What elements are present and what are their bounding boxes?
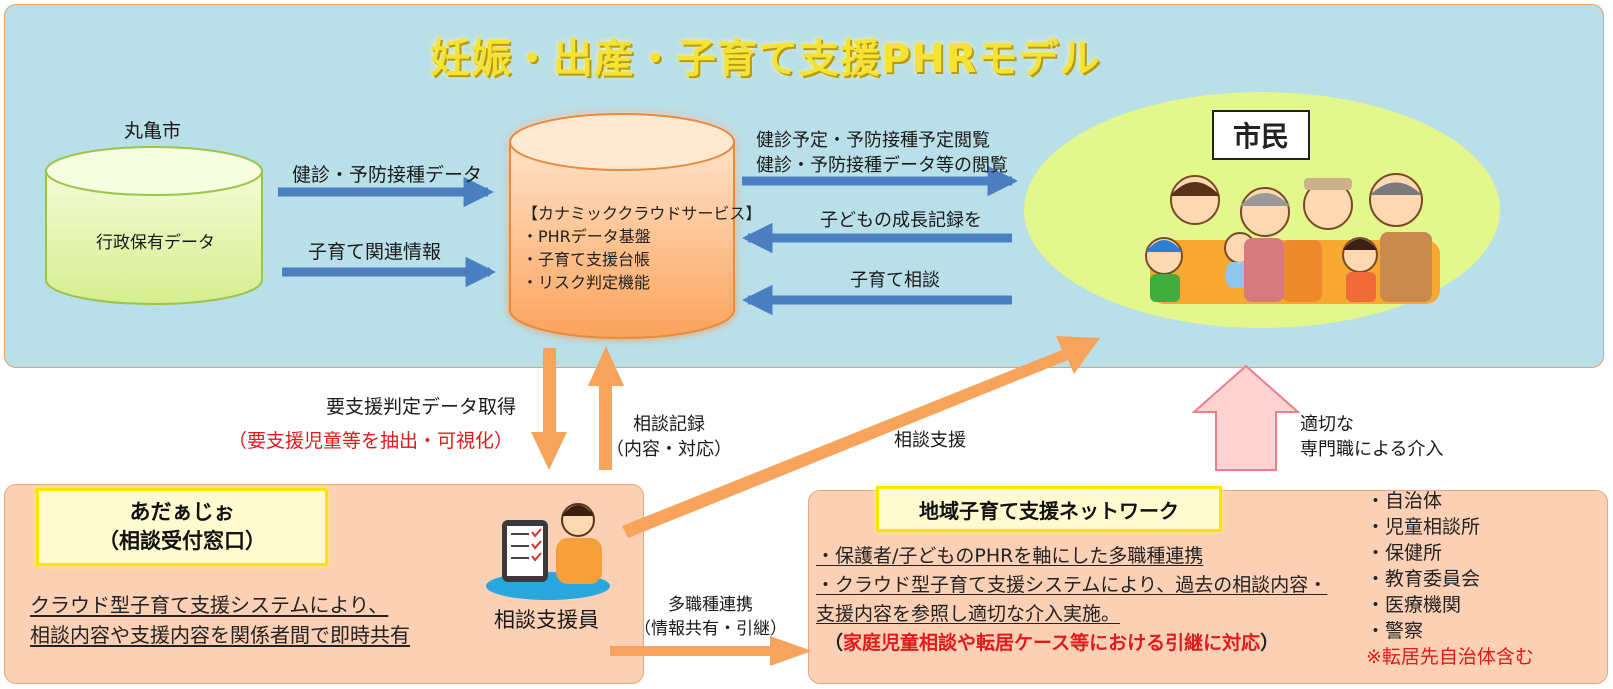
network-note-open: （ [824, 632, 844, 654]
label-intervention-line2: 専門職による介入 [1300, 439, 1444, 460]
label-support-data: 要支援判定データ取得 [326, 396, 517, 418]
city-label: 丸亀市 [124, 120, 182, 142]
network-title-box: 地域子育て支援ネットワーク [876, 486, 1222, 532]
label-support-data-note: （要支援児童等を抽出・可視化） [228, 430, 514, 452]
network-line2: ・クラウド型子育て支援システムにより、過去の相談内容・ [816, 574, 1328, 596]
org-police: ・警察 [1366, 620, 1424, 642]
adajio-description: クラウド型子育て支援システムにより、 相談内容や支援内容を関係者間で即時共有 [30, 590, 410, 650]
label-intervention-line1: 適切な [1300, 414, 1354, 435]
arrow-support-data-down [531, 348, 567, 470]
label-childcare-info: 子育て関連情報 [308, 241, 442, 263]
label-view-data: 健診予定・予防接種予定閲覧 健診・予防接種データ等の閲覧 [756, 128, 1008, 178]
consultant-label: 相談支援員 [494, 608, 599, 632]
cloud-item-ledger: ・子育て支援台帳 [522, 250, 651, 269]
label-intervention: 適切な 専門職による介入 [1300, 412, 1443, 462]
cloud-service-box: 【カナミッククラウドサービス】 ・PHRデータ基盤 ・子育て支援台帳 ・リスク判… [522, 202, 761, 294]
network-line1: ・保護者/子どものPHRを軸にした多職種連携 [816, 545, 1204, 567]
city-database-cylinder [45, 146, 263, 305]
label-consult-record-line1: 相談記録 [633, 414, 705, 435]
org-note: ※転居先自治体含む [1366, 646, 1534, 668]
org-health-center: ・保健所 [1366, 542, 1443, 564]
arrow-handover [610, 636, 812, 666]
cloud-item-risk: ・リスク判定機能 [522, 273, 651, 292]
adajio-name-box: あだぁじぉ （相談受付窓口） [36, 488, 328, 566]
cloud-heading: 【カナミッククラウドサービス】 [522, 204, 762, 223]
organization-list: ・自治体 ・児童相談所 ・保健所 ・教育委員会 ・医療機関 ・警察 ※転居先自治… [1366, 488, 1534, 670]
label-view-line2: 健診・予防接種データ等の閲覧 [756, 155, 1008, 176]
page-title: 妊娠・出産・子育て支援PHRモデル [430, 36, 1101, 82]
arrow-consult-support [622, 336, 1100, 538]
network-note-highlight: 家庭児童相談や転居ケース等における引継に対応 [843, 632, 1261, 654]
network-note: （家庭児童相談や転居ケース等における引継に対応） [816, 629, 1327, 658]
cloud-database-cylinder [509, 113, 735, 339]
label-growth-record: 子どもの成長記録を [820, 210, 982, 231]
network-line3: 支援内容を参照し適切な介入実施。 [816, 603, 1121, 625]
org-child-guidance: ・児童相談所 [1366, 516, 1481, 538]
adajio-name: あだぁじぉ [129, 500, 235, 524]
label-checkup-data: 健診・予防接種データ [292, 164, 483, 186]
consultant-icon [486, 503, 610, 600]
network-description: ・保護者/子どものPHRを軸にした多職種連携 ・クラウド型子育て支援システムによ… [816, 542, 1327, 658]
label-handover: 多職種連携 （情報共有・引継） [634, 593, 787, 641]
network-note-close: ） [1260, 632, 1280, 654]
org-education-board: ・教育委員会 [1366, 568, 1481, 590]
arrow-consult-record-up [588, 346, 624, 470]
org-municipality: ・自治体 [1366, 490, 1443, 512]
adajio-subtitle: （相談受付窓口） [98, 529, 266, 553]
label-handover-line1: 多職種連携 [668, 595, 753, 615]
org-medical: ・医療機関 [1366, 594, 1462, 616]
label-consult-record-line2: （内容・対応） [606, 439, 732, 460]
adajio-desc-line1: クラウド型子育て支援システムにより、 [30, 593, 389, 617]
label-consult-record: 相談記録 （内容・対応） [606, 412, 732, 462]
family-illustration [1145, 173, 1440, 304]
label-consult: 子育て相談 [850, 270, 940, 291]
arrow-intervention [1191, 364, 1301, 471]
citizens-label: 市民 [1212, 110, 1310, 160]
city-db-label: 行政保有データ [96, 233, 215, 253]
label-view-line1: 健診予定・予防接種予定閲覧 [756, 130, 990, 151]
adajio-desc-line2: 相談内容や支援内容を関係者間で即時共有 [30, 623, 410, 647]
label-consult-support: 相談支援 [894, 430, 966, 451]
label-handover-line2: （情報共有・引継） [634, 619, 787, 639]
cloud-item-phr: ・PHRデータ基盤 [522, 227, 651, 246]
